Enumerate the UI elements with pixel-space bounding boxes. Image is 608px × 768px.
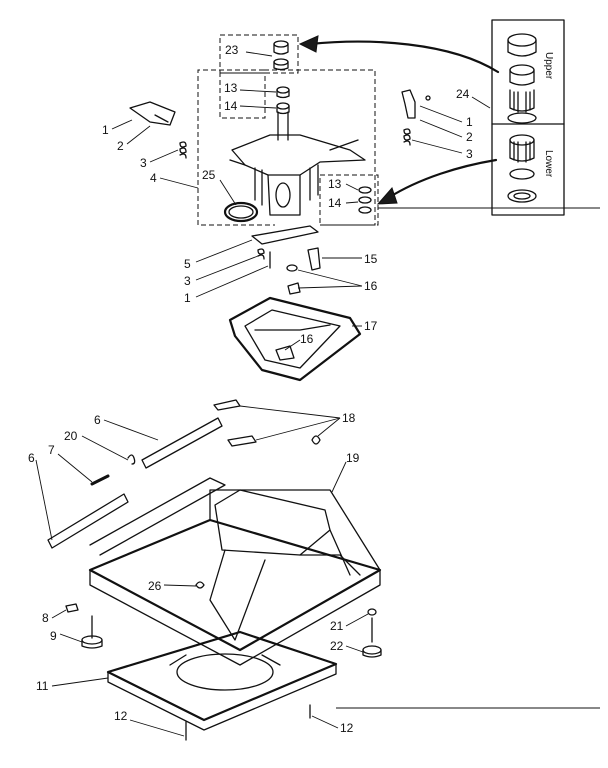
transmission-box-left (197, 69, 275, 226)
callout-18: 18 (342, 411, 356, 425)
part-23-box (219, 34, 299, 74)
callout-4: 4 (150, 171, 157, 185)
inset-upper-label: Upper (543, 52, 554, 80)
part-18-pad-a (213, 399, 241, 411)
callout-11: 11 (36, 679, 49, 693)
callout-14-lower: 14 (328, 196, 342, 210)
callout-3-left: 3 (140, 156, 147, 170)
callout-24: 24 (456, 87, 470, 101)
clip-parts-right (401, 89, 431, 146)
callout-8: 8 (42, 611, 49, 625)
callout-1-left: 1 (102, 123, 109, 137)
callout-14: 14 (224, 99, 238, 113)
part-26-clip (195, 581, 205, 589)
upper-arrow (308, 40, 500, 74)
transmission (229, 111, 366, 216)
part-13-14-right (358, 186, 372, 214)
callout-13: 13 (224, 81, 238, 95)
callout-21: 21 (330, 619, 344, 633)
part-15-stud (307, 247, 321, 271)
transmission-box (264, 69, 376, 226)
part-17-drive-base (228, 296, 362, 382)
callout-20: 20 (64, 429, 78, 443)
callout-17: 17 (364, 319, 378, 333)
callout-6-lower: 6 (28, 451, 35, 465)
callout-3-mid: 3 (184, 274, 191, 288)
upper-assembly: Upper Lower (129, 19, 600, 226)
callout-26: 26 (148, 579, 162, 593)
callout-7: 7 (48, 443, 55, 457)
bearing-inset: Upper Lower (491, 19, 565, 216)
lower-arrowhead (376, 187, 398, 205)
callout-2-left: 2 (117, 139, 124, 153)
part-8-bolt (65, 603, 79, 613)
upper-arrowhead (298, 35, 319, 53)
callout-2-right: 2 (466, 130, 473, 144)
part-25-seal (223, 201, 259, 223)
callout-12-left: 12 (114, 709, 128, 723)
part-21-22-foot (362, 608, 382, 658)
part-9-foot (81, 615, 103, 649)
part-5-bracket (251, 225, 319, 245)
callout-1-mid: 1 (184, 291, 191, 305)
part-13-14-box (219, 72, 266, 119)
callout-16-upper: 16 (364, 279, 378, 293)
part-16-pad (287, 282, 301, 295)
callout-5: 5 (184, 257, 191, 271)
callout-23: 23 (225, 43, 239, 57)
part-3-spring (257, 248, 265, 260)
part-6-rail-upper (141, 417, 223, 469)
part-6-rail-lower (47, 493, 129, 549)
lower-arrow (386, 158, 498, 200)
callout-16-lower: 16 (300, 332, 314, 346)
callout-15: 15 (364, 252, 378, 266)
callout-3-right: 3 (466, 147, 473, 161)
callout-22: 22 (330, 639, 344, 653)
part-16-grommet (286, 264, 298, 272)
part-20-clip (127, 454, 136, 465)
part-11-base (106, 630, 338, 731)
part-13-14-lower-box (319, 174, 379, 226)
callout-12-right: 12 (340, 721, 354, 735)
callout-6-upper: 6 (94, 413, 101, 427)
callout-13-lower: 13 (328, 177, 342, 191)
callout-25: 25 (202, 168, 216, 182)
part-18-pad-c (311, 435, 321, 445)
callout-labels: 23 13 14 24 1 2 3 1 2 3 4 25 13 14 5 3 1… (28, 43, 473, 735)
part-18-pad-b (227, 435, 257, 447)
inset-lower-label: Lower (543, 150, 554, 178)
part-19-frame (88, 477, 382, 666)
leader-lines (35, 51, 491, 737)
part-7-rod (90, 474, 110, 486)
part-23-bearing (273, 40, 289, 71)
middle-assembly (228, 225, 362, 382)
callout-9: 9 (50, 629, 57, 643)
callout-19: 19 (346, 451, 360, 465)
callout-1-right: 1 (466, 115, 473, 129)
clip-parts-left (129, 101, 187, 159)
lower-assembly (47, 399, 600, 741)
part-13-14-washers (276, 86, 290, 115)
